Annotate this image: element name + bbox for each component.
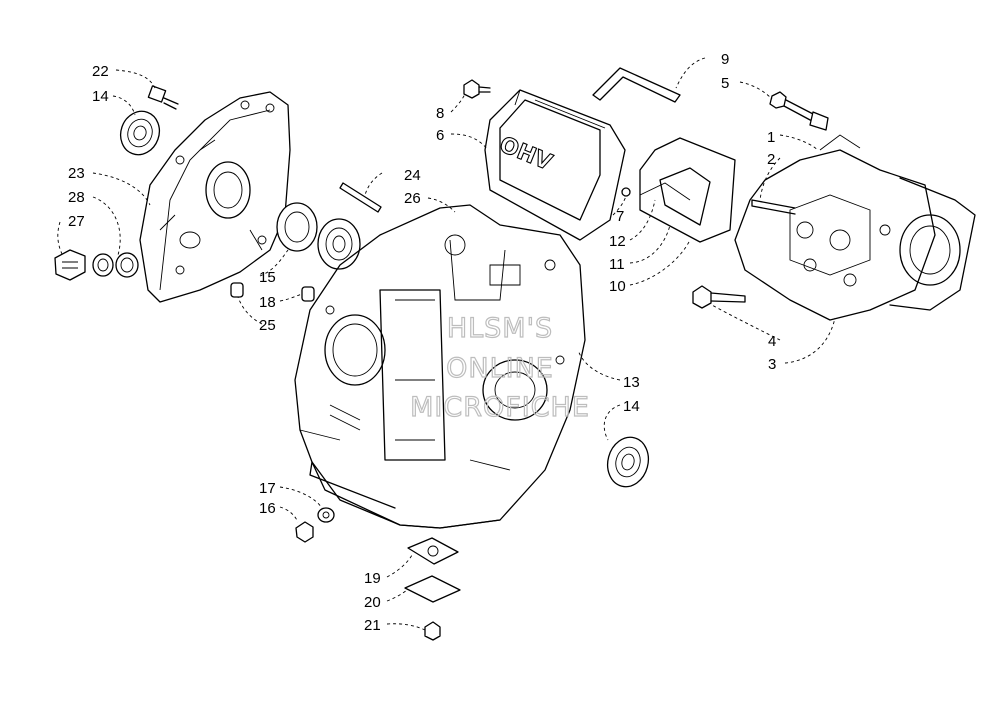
callout-10: 10 [609, 278, 626, 295]
callout-23: 23 [68, 165, 85, 182]
callout-2: 2 [767, 151, 775, 168]
cover-plates [404, 537, 461, 641]
callout-11: 11 [609, 256, 625, 273]
callout-16: 16 [259, 500, 276, 517]
callout-20: 20 [364, 594, 381, 611]
watermark-line-1: HLSM'S [447, 313, 553, 344]
bolt-22 [147, 85, 179, 110]
callout-14: 14 [623, 398, 640, 415]
callout-18: 18 [259, 294, 276, 311]
breather-tube [592, 67, 681, 103]
callout-22: 22 [92, 63, 109, 80]
spark-plug [769, 91, 829, 131]
callout-12: 12 [609, 233, 626, 250]
drain-plug [54, 249, 139, 281]
dowel-pins [230, 282, 315, 302]
callout-28: 28 [68, 189, 85, 206]
pin-24 [339, 182, 382, 213]
bolt-4 [692, 285, 746, 309]
callout-17: 17 [259, 480, 276, 497]
valve-cover: OHV [484, 89, 626, 241]
callout-14: 14 [92, 88, 109, 105]
callout-6: 6 [436, 127, 444, 144]
watermark-line-2: ONLINE [446, 353, 554, 384]
callout-21: 21 [364, 617, 381, 634]
bearing-left [119, 110, 161, 156]
callout-4: 4 [768, 333, 776, 350]
stud-2 [751, 199, 796, 215]
crankcase [294, 204, 586, 529]
emboss-text: OHV [496, 132, 556, 175]
callout-3: 3 [768, 356, 776, 373]
watermark-line-3: MICROFICHE [410, 392, 590, 423]
callouts: 22 14 23 28 27 24 26 15 18 25 8 6 9 5 1 … [68, 51, 776, 634]
callout-7: 7 [616, 208, 624, 225]
breather-assembly [621, 137, 736, 243]
callout-1: 1 [767, 129, 775, 146]
bearing-right [606, 436, 650, 488]
callout-9: 9 [721, 51, 729, 68]
drain-bolt [295, 507, 335, 543]
bearings-15 [276, 202, 361, 270]
callout-5: 5 [721, 75, 729, 92]
leader-lines [57, 57, 836, 631]
callout-8: 8 [436, 105, 444, 122]
callout-25: 25 [259, 317, 276, 334]
callout-19: 19 [364, 570, 381, 587]
callout-27: 27 [68, 213, 85, 230]
watermark: HLSM'S ONLINE MICROFICHE [409, 312, 590, 423]
callout-26: 26 [404, 190, 421, 207]
callout-15: 15 [259, 269, 276, 286]
bolt-8 [463, 79, 491, 99]
callout-24: 24 [404, 167, 421, 184]
callout-13: 13 [623, 374, 640, 391]
cylinder-head [734, 134, 976, 321]
